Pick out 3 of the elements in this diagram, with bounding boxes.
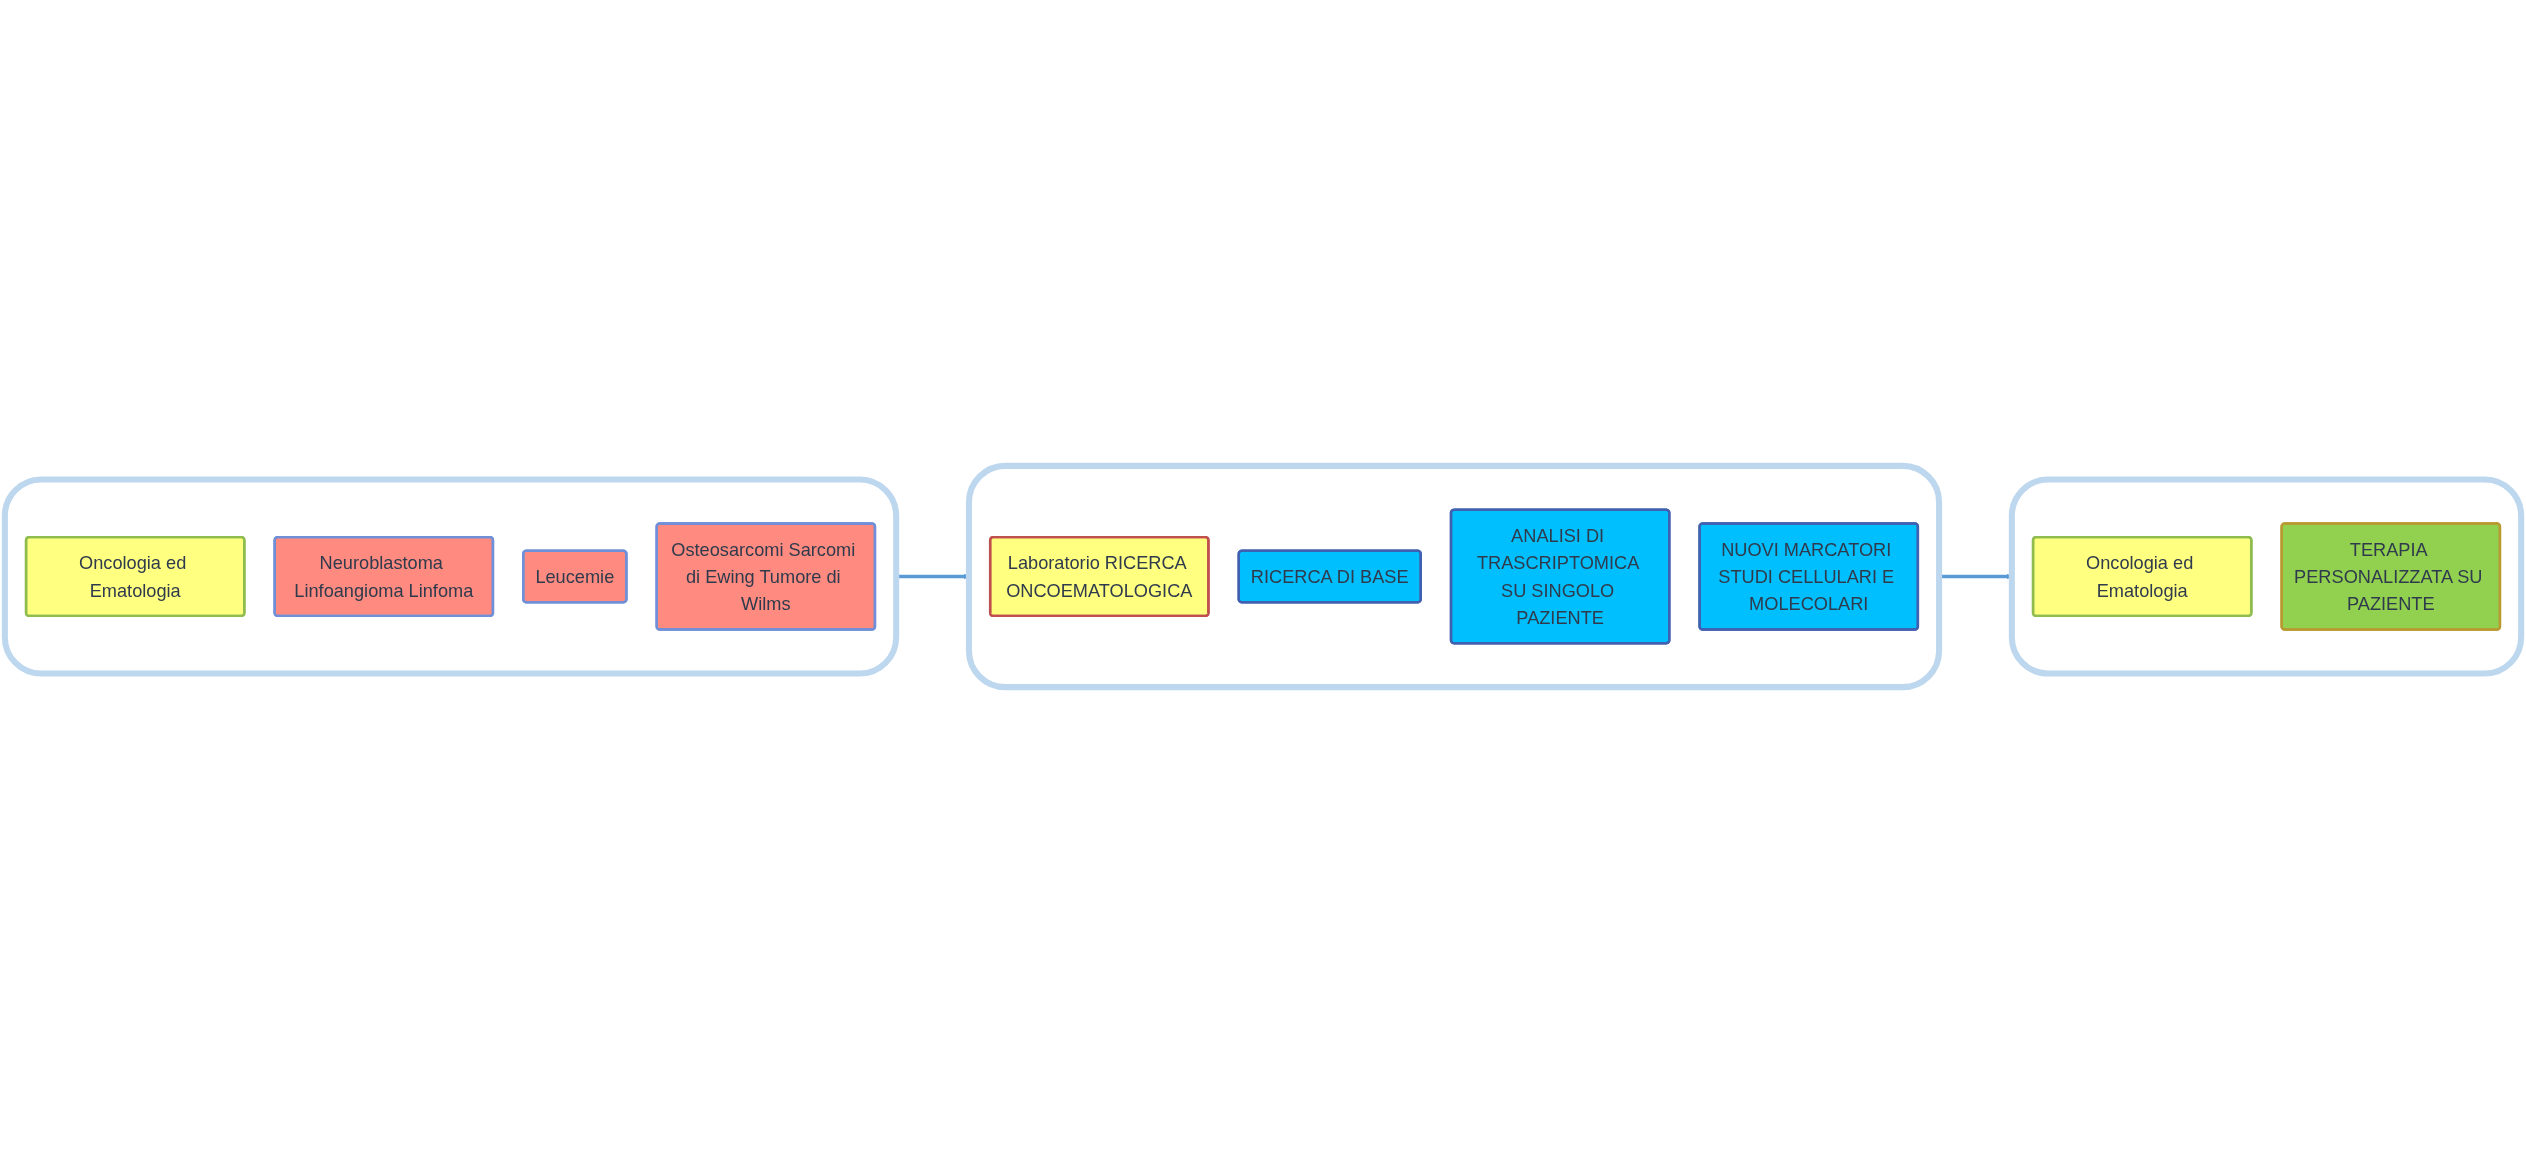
cluster (1, 476, 900, 677)
cluster (2008, 476, 2525, 677)
cluster (965, 462, 1943, 691)
